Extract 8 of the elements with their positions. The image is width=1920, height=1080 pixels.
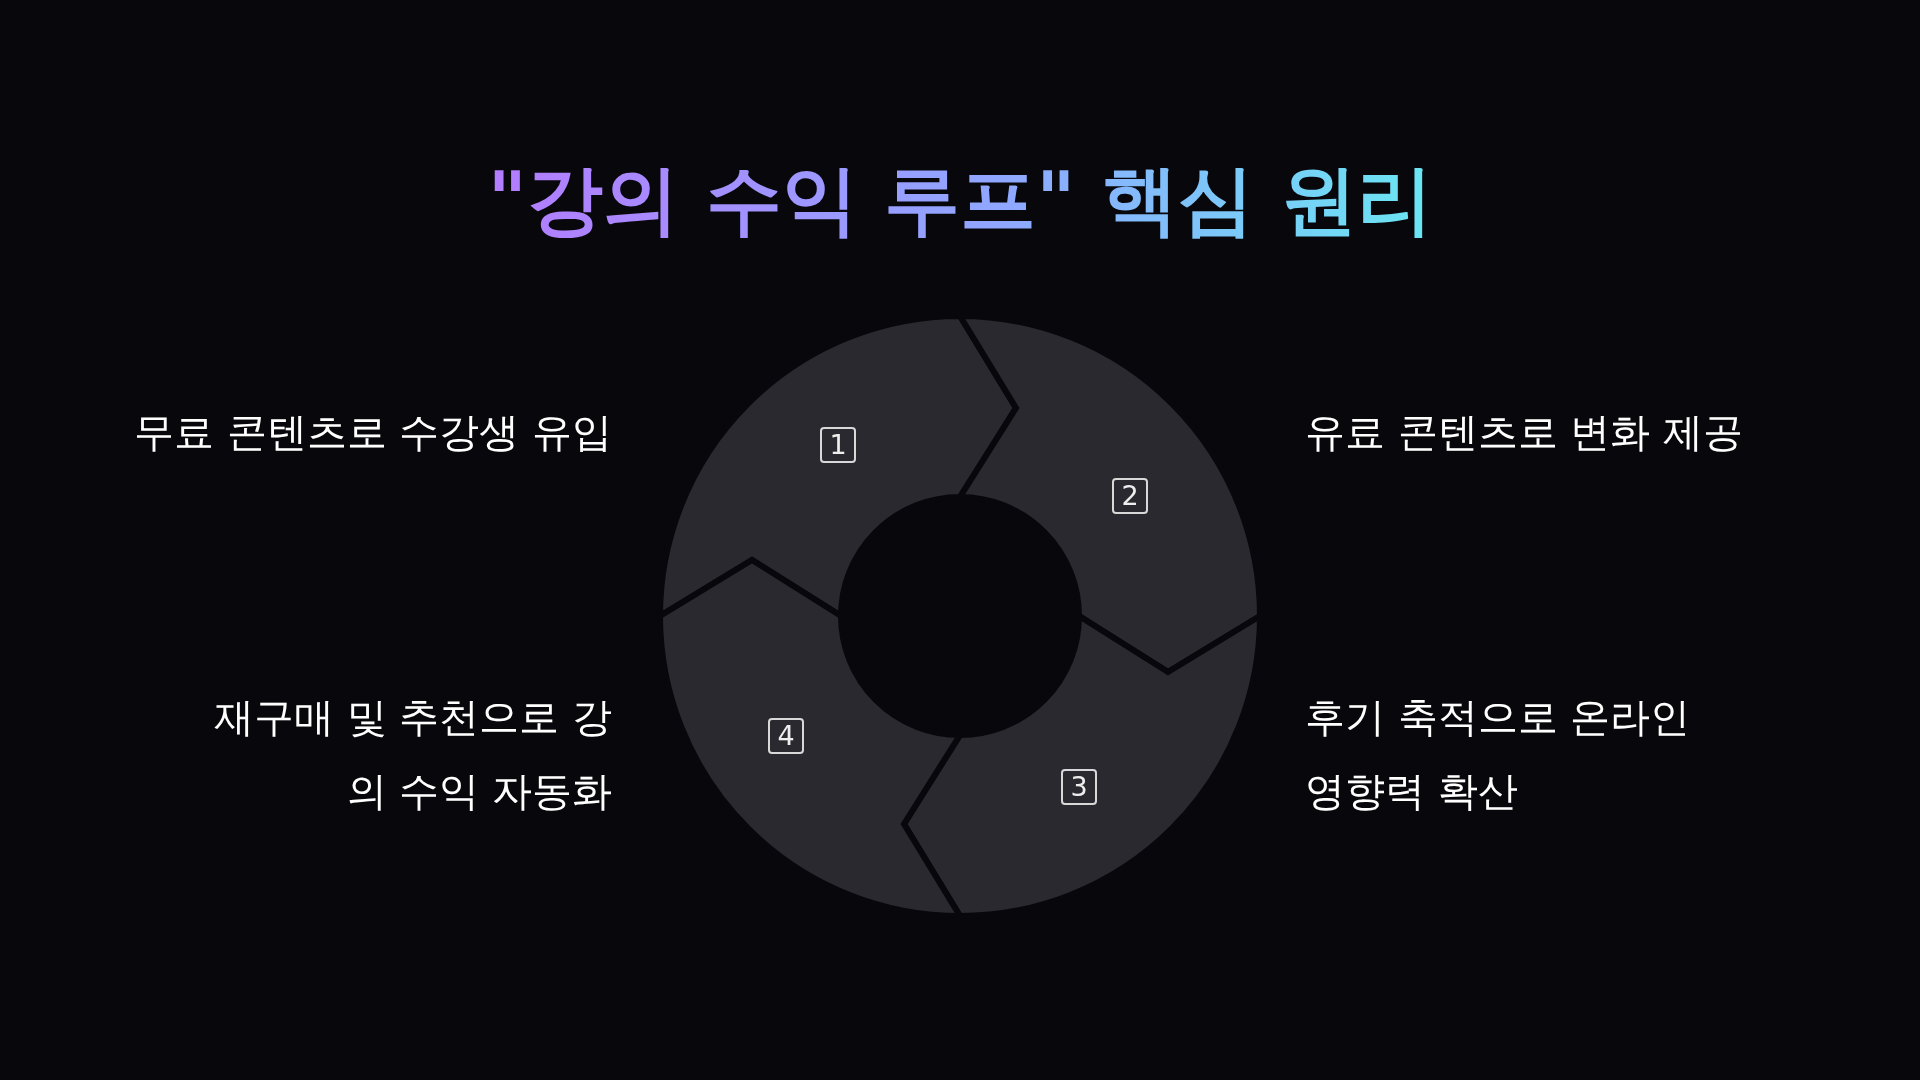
step-number: 3 (1061, 769, 1097, 805)
step-description: 유료 콘텐츠로 변화 제공 (1305, 408, 1745, 457)
step-description: 무료 콘텐츠로 수강생 유입 (132, 408, 612, 457)
step-number: 1 (820, 427, 856, 463)
step-number: 4 (768, 718, 804, 754)
step-description: 재구매 및 추천으로 강의 수익 자동화 (212, 693, 612, 816)
step-description: 후기 축적으로 온라인 영향력 확산 (1305, 693, 1692, 816)
step-number: 2 (1112, 478, 1148, 514)
